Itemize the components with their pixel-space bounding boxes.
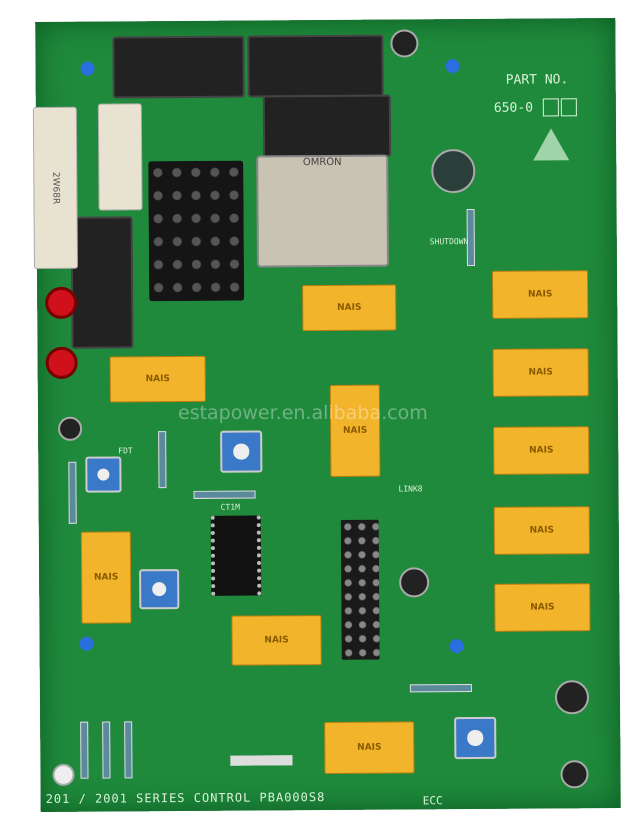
relay: NAIS xyxy=(491,270,589,319)
relay-brand: OMRON xyxy=(302,156,342,169)
fdt-label: FDT xyxy=(118,446,133,456)
mounting-hole xyxy=(449,639,464,654)
capacitor xyxy=(390,29,419,58)
relay: NAIS xyxy=(109,355,206,403)
power-resistor: 2W68R xyxy=(32,106,78,270)
red-terminal xyxy=(45,346,78,379)
capacitor xyxy=(560,760,589,789)
part-label: PART NO. xyxy=(505,72,569,88)
part-number: 650-0 xyxy=(493,100,534,116)
black-relay xyxy=(247,34,384,98)
mounting-hole xyxy=(445,59,460,74)
series-label: 201 / 2001 SERIES CONTROL PBA000S8 xyxy=(45,790,326,806)
resistor xyxy=(68,461,77,524)
resistor xyxy=(102,721,111,779)
mounting-hole xyxy=(79,636,94,651)
relay: NAIS xyxy=(324,721,415,775)
resistor xyxy=(80,721,89,779)
relay: NAIS xyxy=(493,426,590,475)
potentiometer xyxy=(220,430,263,473)
black-relay xyxy=(70,216,134,349)
resistor xyxy=(124,721,133,779)
relay: NAIS xyxy=(492,348,589,397)
shutdown-label: SHUTDOWN xyxy=(429,237,469,247)
potentiometer xyxy=(139,569,180,610)
ribbon-header xyxy=(340,519,380,660)
relay: NAIS xyxy=(80,531,132,624)
capacitor xyxy=(58,416,83,441)
potentiometer xyxy=(454,716,497,760)
ecc-label: ECC xyxy=(422,794,443,808)
omron-relay: OMRON xyxy=(256,154,389,268)
relay: NAIS xyxy=(231,615,322,666)
resistor xyxy=(193,490,256,499)
resistor xyxy=(409,684,472,693)
buzzer xyxy=(431,148,476,194)
capacitor xyxy=(399,567,430,598)
ic-label: CT1M xyxy=(220,502,240,512)
relay: NAIS xyxy=(329,384,381,477)
link-label: LINK8 xyxy=(398,484,423,494)
resistor xyxy=(230,755,293,766)
watermark: estapower.en.alibaba.com xyxy=(178,402,428,424)
pin-connector xyxy=(148,160,245,302)
warning-triangle-icon xyxy=(533,128,570,161)
part-number-box xyxy=(542,98,559,117)
capacitor xyxy=(554,680,590,715)
potentiometer xyxy=(85,456,122,493)
power-resistor xyxy=(97,103,143,211)
black-relay xyxy=(262,94,392,158)
relay: NAIS xyxy=(494,583,591,632)
mounting-hole xyxy=(80,61,95,76)
ic-chip xyxy=(210,515,262,596)
red-terminal xyxy=(45,286,78,319)
part-number-box xyxy=(560,98,577,117)
capacitor xyxy=(52,763,75,786)
relay: NAIS xyxy=(493,506,590,555)
resistor xyxy=(158,431,167,489)
black-relay xyxy=(112,35,245,99)
relay: NAIS xyxy=(302,284,397,332)
